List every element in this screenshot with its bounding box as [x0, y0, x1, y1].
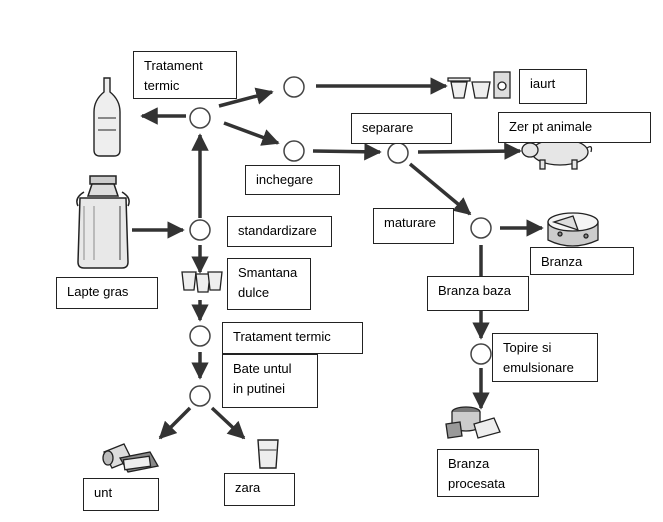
label-tratament-termic-top: Tratament termic [133, 51, 237, 99]
label-zara: zara [224, 473, 295, 506]
label-text: maturare [384, 215, 437, 230]
label-text: Smantana dulce [238, 265, 298, 300]
label-bate-untul: Bate untul in putinei [222, 354, 318, 408]
node-maturare [470, 217, 492, 239]
label-maturare: maturare [373, 208, 454, 244]
edge-inchegare-to-separare [312, 143, 382, 161]
edge-separare-to-zer [417, 142, 522, 160]
milk-can-icon [76, 175, 130, 269]
label-text: inchegare [256, 172, 314, 187]
label-topire: Topire si emulsionare [492, 333, 598, 382]
edge-separare-to-maturare [408, 162, 472, 216]
label-text: Zer pt animale [509, 119, 593, 134]
label-standardizare: standardizare [227, 216, 332, 247]
label-branza-procesata: Branza procesata [437, 449, 539, 497]
label-text: Bate untul in putinei [233, 361, 292, 396]
node-tratament-termic-mid [189, 325, 211, 347]
node-iaurt-route [283, 76, 305, 98]
edge-top-to-iaurt-node [218, 87, 274, 108]
label-text: iaurt [530, 76, 556, 91]
label-text: Branza [541, 254, 583, 269]
node-separare [387, 142, 409, 164]
node-inchegare [283, 140, 305, 162]
butter-pack-icon [102, 443, 160, 473]
label-text: Tratament termic [233, 329, 331, 344]
label-iaurt: iaurt [519, 69, 587, 104]
milk-bottle-icon [93, 77, 121, 157]
pig-icon [521, 138, 593, 170]
label-text: Tratament termic [144, 58, 203, 93]
label-text: separare [362, 120, 414, 135]
label-separare: separare [351, 113, 452, 144]
edge-top-to-inchegare-node [223, 121, 280, 146]
edge-bate-to-zara [210, 406, 246, 440]
cream-cups-icon [181, 271, 223, 293]
label-smantana-dulce: Smantana dulce [227, 258, 311, 310]
node-tratament-termic-top [189, 107, 211, 129]
node-topire [470, 343, 492, 365]
label-branza-baza: Branza baza [427, 276, 529, 311]
label-tratament-termic-mid: Tratament termic [222, 322, 363, 354]
label-branza: Branza [530, 247, 634, 275]
label-text: Topire si emulsionare [503, 340, 574, 375]
node-standardizare [189, 219, 211, 241]
edge-bate-to-unt [158, 406, 192, 440]
label-inchegare: inchegare [245, 165, 340, 195]
label-text: Lapte gras [67, 284, 129, 299]
yogurt-cups-icon [447, 71, 511, 99]
label-text: unt [94, 485, 113, 500]
label-lapte-gras: Lapte gras [56, 277, 158, 309]
cheese-wheel-icon [547, 212, 599, 247]
label-unt: unt [83, 478, 159, 511]
label-text: Branza baza [438, 283, 511, 298]
label-text: zara [235, 480, 261, 495]
label-text: standardizare [238, 223, 317, 238]
processed-cheese-icon [445, 406, 501, 439]
node-bate-untul [189, 385, 211, 407]
buttermilk-glass-icon [257, 439, 279, 469]
label-text: Branza procesata [448, 456, 506, 491]
label-zer: Zer pt animale [498, 112, 651, 143]
